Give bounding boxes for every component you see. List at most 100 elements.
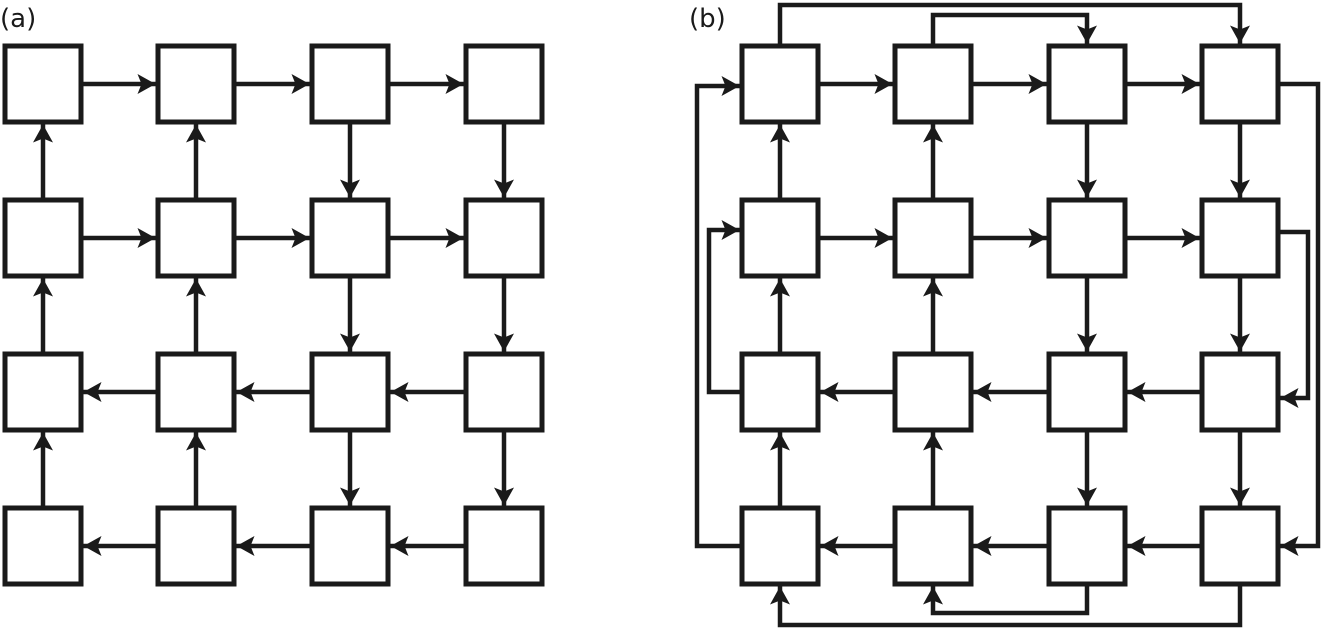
node-b-r3-c3 xyxy=(1199,505,1281,587)
node-a-r2-c0 xyxy=(2,351,84,433)
node-a-r2-c3 xyxy=(463,351,545,433)
wrap-b-top-inner-arrow-icon xyxy=(1077,25,1097,44)
edge-a-12-to-22-arrow-icon xyxy=(340,333,360,352)
edge-a-23-to-22-arrow-icon xyxy=(390,382,409,402)
panel-a: (a) xyxy=(0,4,545,587)
panel-a-label: (a) xyxy=(0,4,36,34)
node-b-r3-c1 xyxy=(892,505,974,587)
edge-a-32-to-31-arrow-icon xyxy=(236,536,255,556)
edge-a-02-to-03-arrow-icon xyxy=(445,74,464,94)
panel-b: (b) xyxy=(689,2,1321,628)
edge-b-22-to-21-arrow-icon xyxy=(973,382,992,402)
wrap-b-top-inner xyxy=(930,12,1090,44)
node-b-r2-c1 xyxy=(892,351,974,433)
node-a-r3-c2 xyxy=(309,505,391,587)
edge-a-10-to-11-arrow-icon xyxy=(137,228,156,248)
edge-a-31-to-30-arrow-icon xyxy=(83,536,102,556)
node-b-r1-c1 xyxy=(892,197,974,279)
node-a-r3-c1 xyxy=(155,505,237,587)
edge-b-11-to-01-arrow-icon xyxy=(923,124,943,143)
node-a-r0-c2 xyxy=(309,43,391,125)
edge-a-22-to-32-arrow-icon xyxy=(340,487,360,506)
wrap-b-left-inner-arrow-icon xyxy=(721,220,740,240)
edge-a-12-to-13-arrow-icon xyxy=(445,228,464,248)
node-a-r1-c2 xyxy=(309,197,391,279)
node-a-r0-c0 xyxy=(2,43,84,125)
edge-a-02-to-12-arrow-icon xyxy=(340,179,360,198)
node-b-r0-c2 xyxy=(1046,43,1128,125)
node-b-r2-c3 xyxy=(1199,351,1281,433)
edge-b-02-to-03-arrow-icon xyxy=(1181,74,1200,94)
wrap-b-bottom-inner-arrow-icon xyxy=(923,586,943,605)
node-b-r1-c3 xyxy=(1199,197,1281,279)
wrap-b-left-outer-arrow-icon xyxy=(721,76,740,96)
node-a-r3-c3 xyxy=(463,505,545,587)
edge-a-10-to-00-arrow-icon xyxy=(33,124,53,143)
node-b-r2-c2 xyxy=(1046,351,1128,433)
edge-b-20-to-10-arrow-icon xyxy=(770,278,790,297)
node-b-r0-c0 xyxy=(739,43,821,125)
node-b-r1-c2 xyxy=(1046,197,1128,279)
edge-b-30-to-20-arrow-icon xyxy=(770,432,790,451)
wrap-b-top-outer-arrow-icon xyxy=(1230,25,1250,44)
wrap-b-right-outer xyxy=(1280,81,1321,549)
edge-b-03-to-13-arrow-icon xyxy=(1230,179,1250,198)
node-b-r2-c0 xyxy=(739,351,821,433)
node-a-r0-c1 xyxy=(155,43,237,125)
node-a-r1-c3 xyxy=(463,197,545,279)
wrap-b-left-inner xyxy=(706,227,740,395)
edge-a-23-to-33-arrow-icon xyxy=(494,487,514,506)
node-b-r0-c3 xyxy=(1199,43,1281,125)
edge-b-23-to-22-arrow-icon xyxy=(1127,382,1146,402)
edge-b-10-to-11-arrow-icon xyxy=(874,228,893,248)
wrap-b-bottom-outer xyxy=(777,586,1243,628)
edge-b-22-to-32-arrow-icon xyxy=(1077,487,1097,506)
edge-b-31-to-30-arrow-icon xyxy=(820,536,839,556)
node-a-r2-c1 xyxy=(155,351,237,433)
node-a-r1-c1 xyxy=(155,197,237,279)
edge-a-03-to-13-arrow-icon xyxy=(494,179,514,198)
edge-b-02-to-12-arrow-icon xyxy=(1077,179,1097,198)
edge-b-23-to-33-arrow-icon xyxy=(1230,487,1250,506)
wrap-b-right-inner-arrow-icon xyxy=(1280,388,1299,408)
edge-b-31-to-21-arrow-icon xyxy=(923,432,943,451)
edge-a-33-to-32-arrow-icon xyxy=(390,536,409,556)
edge-a-01-to-02-arrow-icon xyxy=(291,74,310,94)
edge-b-21-to-20-arrow-icon xyxy=(820,382,839,402)
edge-b-12-to-13-arrow-icon xyxy=(1181,228,1200,248)
edge-b-10-to-00-arrow-icon xyxy=(770,124,790,143)
node-a-r0-c3 xyxy=(463,43,545,125)
edge-a-22-to-21-arrow-icon xyxy=(236,382,255,402)
edge-a-00-to-01-arrow-icon xyxy=(137,74,156,94)
node-b-r3-c0 xyxy=(739,505,821,587)
edge-b-32-to-31-arrow-icon xyxy=(973,536,992,556)
panel-b-label: (b) xyxy=(689,4,726,34)
edge-b-01-to-02-arrow-icon xyxy=(1028,74,1047,94)
edge-b-11-to-12-arrow-icon xyxy=(1028,228,1047,248)
wrap-b-top-outer xyxy=(777,2,1243,44)
node-b-r3-c2 xyxy=(1046,505,1128,587)
node-b-r0-c1 xyxy=(892,43,974,125)
edge-b-33-to-32-arrow-icon xyxy=(1127,536,1146,556)
node-a-r1-c0 xyxy=(2,197,84,279)
edge-b-13-to-23-arrow-icon xyxy=(1230,333,1250,352)
edge-b-21-to-11-arrow-icon xyxy=(923,278,943,297)
node-a-r3-c0 xyxy=(2,505,84,587)
node-b-r1-c0 xyxy=(739,197,821,279)
edge-a-13-to-23-arrow-icon xyxy=(494,333,514,352)
edge-a-11-to-12-arrow-icon xyxy=(291,228,310,248)
wrap-b-bottom-inner xyxy=(930,586,1090,616)
wrap-b-right-inner xyxy=(1280,229,1311,401)
edge-a-21-to-11-arrow-icon xyxy=(186,278,206,297)
edge-b-12-to-22-arrow-icon xyxy=(1077,333,1097,352)
edge-a-11-to-01-arrow-icon xyxy=(186,124,206,143)
wrap-b-left-outer xyxy=(694,83,740,549)
edge-a-21-to-20-arrow-icon xyxy=(83,382,102,402)
wrap-b-right-outer-arrow-icon xyxy=(1280,536,1299,556)
edge-b-00-to-01-arrow-icon xyxy=(874,74,893,94)
edge-a-31-to-21-arrow-icon xyxy=(186,432,206,451)
node-a-r2-c2 xyxy=(309,351,391,433)
wrap-b-bottom-outer-arrow-icon xyxy=(770,586,790,605)
edge-a-20-to-10-arrow-icon xyxy=(33,278,53,297)
